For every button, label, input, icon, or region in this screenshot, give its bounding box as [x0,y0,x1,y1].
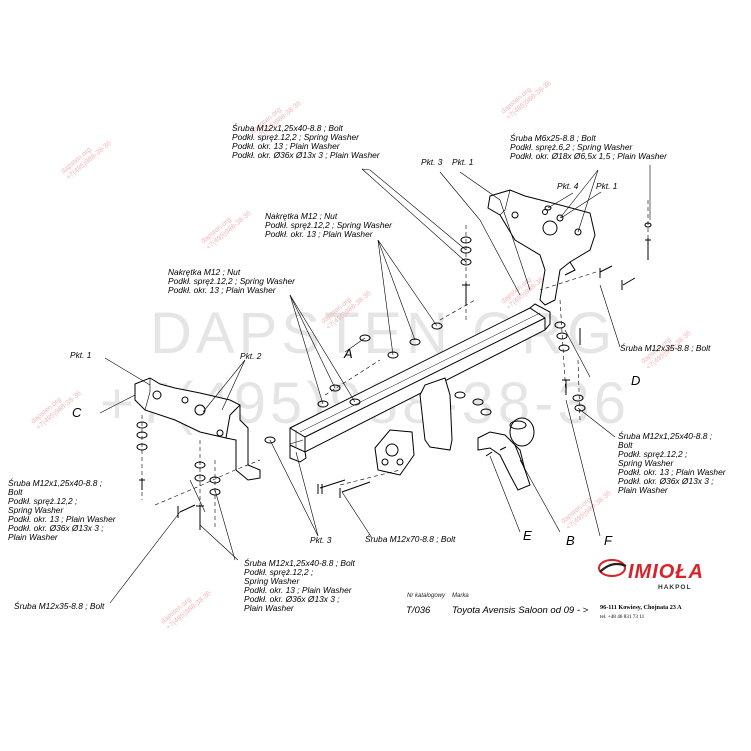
part-letter-b: B [566,533,575,548]
ball-hitch [419,377,535,491]
part-letter-a: A [344,346,353,361]
pkt1-left-label: Pkt. 1 [70,350,92,360]
pkt4-label: Pkt. 4 [557,181,579,191]
part-letter-d: D [631,373,641,388]
callout-left-bolt-m12x35: Śruba M12x35-8.8 ; Bolt [14,601,105,611]
leader-lines [99,165,651,604]
brand-label: Marka [452,593,469,599]
brand-logo-subtitle: HAKPOL [658,584,692,591]
catalog-number: T/036 [406,605,431,616]
crossbar [289,303,551,463]
logo-icon [598,559,627,577]
left-bracket [134,377,261,481]
pkt3-bottom-label: Pkt. 3 [310,535,332,545]
pkt1-right-label: Pkt. 1 [596,181,618,191]
brand-logo: IMIOŁA [628,561,704,583]
socket-plate [374,429,415,476]
right-bracket [487,189,596,306]
pkt2-label: Pkt. 2 [240,351,262,361]
part-letter-c: C [72,405,82,420]
part-letter-e: E [523,528,532,543]
callout-bolt-m12x70: Śruba M12x70-8.8 ; Bolt [365,534,456,544]
company-address: 96-111 Kowiesy, Chojnata 23 A [600,604,682,611]
vehicle-model: Toyota Avensis Saloon od 09 - > [452,605,589,616]
callout-right-bolt-m12x35: Śruba M12x35-8.8 ; Bolt [620,343,711,353]
pkt3-top-label: Pkt. 3 [421,157,443,167]
assembly-lines [141,200,649,530]
company-phone: tel. +48 46 831 73 11 [600,614,645,620]
part-letter-f: F [604,533,612,548]
pkt1-top-label: Pkt. 1 [452,157,474,167]
catalog-number-label: Nr katalogowy [407,593,446,599]
